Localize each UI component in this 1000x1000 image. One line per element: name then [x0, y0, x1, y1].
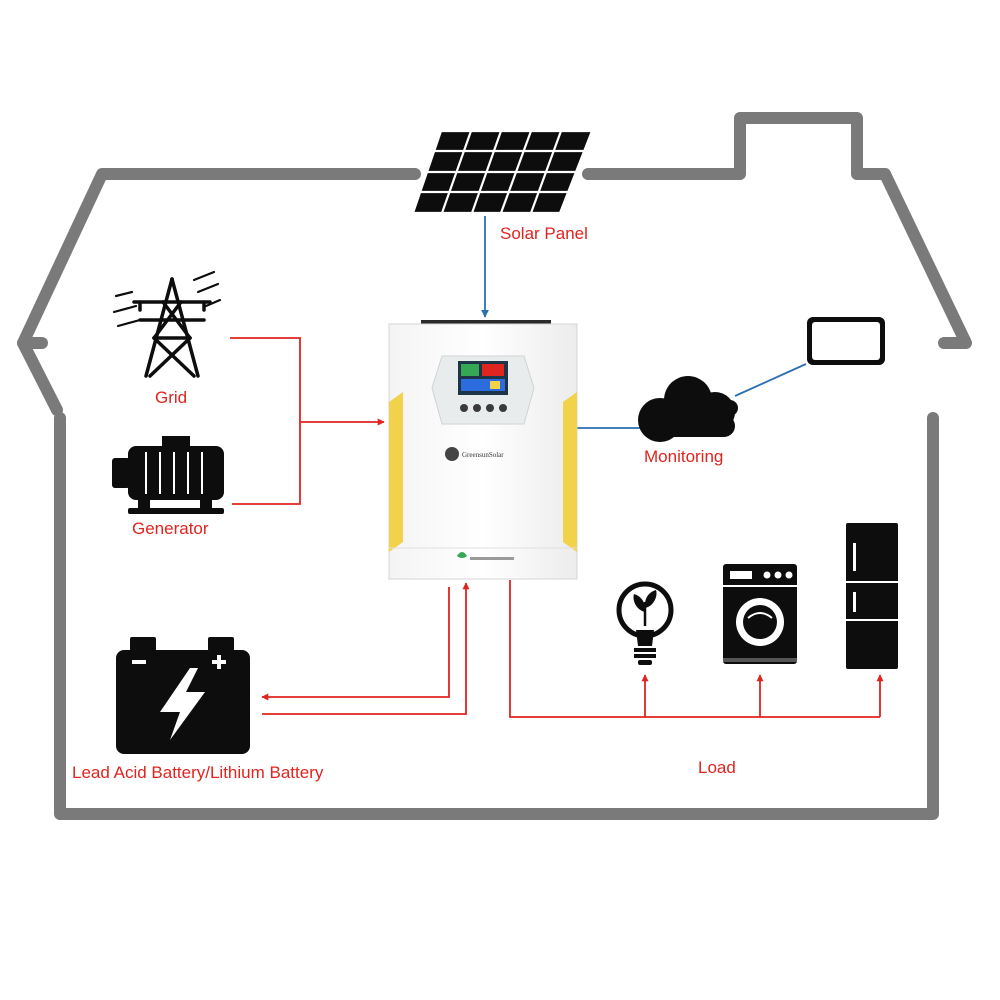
light-bulb-icon — [616, 581, 674, 665]
inverter-brand: GreensunSolar — [462, 451, 504, 459]
solar-panel-label: Solar Panel — [500, 224, 588, 243]
solar-panel-icon — [411, 129, 594, 215]
generator-label: Generator — [132, 519, 209, 538]
generator-icon — [112, 436, 224, 514]
refrigerator-icon — [846, 523, 898, 669]
monitoring-label: Monitoring — [644, 447, 724, 466]
battery-icon — [116, 637, 250, 754]
washing-machine-icon — [723, 564, 797, 664]
inverter-icon: GreensunSolar — [388, 320, 578, 580]
house-outline — [17, 112, 972, 820]
tablet-icon — [807, 317, 885, 365]
power-lines — [230, 337, 884, 718]
load-label: Load — [698, 758, 736, 777]
battery-label: Lead Acid Battery/Lithium Battery — [72, 763, 324, 782]
cloud-icon — [638, 376, 738, 442]
grid-label: Grid — [155, 388, 188, 407]
data-lines — [481, 216, 807, 429]
transmission-tower-icon — [112, 270, 222, 378]
